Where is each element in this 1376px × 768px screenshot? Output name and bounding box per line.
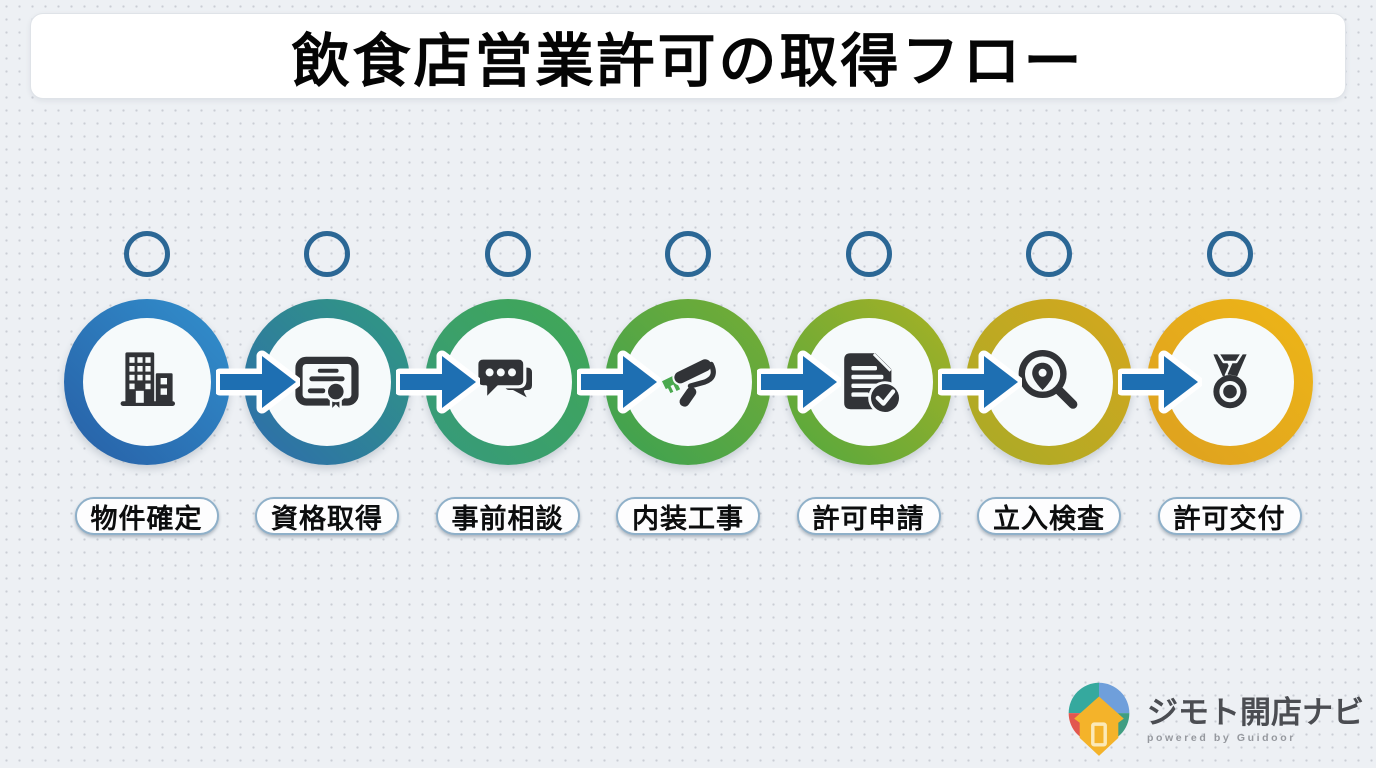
step-label: 事前相談 bbox=[435, 497, 580, 535]
step-node-circle bbox=[123, 231, 170, 277]
flow-step: 事前相談 bbox=[417, 225, 598, 545]
step-node-circle bbox=[665, 231, 711, 277]
step-label: 物件確定 bbox=[74, 497, 219, 535]
flow-arrow bbox=[575, 350, 662, 414]
step-ring bbox=[63, 299, 230, 465]
step-ring-inner bbox=[1165, 318, 1294, 446]
step-label: 資格取得 bbox=[255, 497, 399, 535]
title-box: 飲食店営業許可の取得フロー bbox=[30, 13, 1346, 99]
step-node-circle bbox=[1206, 231, 1253, 277]
step-node-circle bbox=[304, 231, 350, 277]
flow-arrow bbox=[936, 350, 1023, 414]
flow-arrow bbox=[214, 350, 301, 414]
footer-logo-tagline: powered by Guidoor bbox=[1147, 731, 1296, 744]
page-title: 飲食店営業許可の取得フロー bbox=[291, 29, 1085, 94]
flow-arrow bbox=[1116, 350, 1204, 414]
step-label: 許可交付 bbox=[1157, 497, 1302, 535]
step-ring bbox=[424, 299, 591, 465]
footer-logo: ジモト開店ナビ powered by Guidoor bbox=[1059, 680, 1364, 760]
chat-bubbles-icon bbox=[468, 342, 548, 422]
step-ring-inner bbox=[82, 318, 211, 446]
step-label: 許可申請 bbox=[796, 497, 941, 535]
paint-roller-icon bbox=[648, 342, 728, 422]
step-label: 立入検査 bbox=[977, 497, 1121, 535]
step-node-circle bbox=[1026, 231, 1072, 277]
flow-arrow bbox=[755, 350, 843, 414]
flow-arrow bbox=[394, 350, 482, 414]
guidoor-logo-icon bbox=[1059, 680, 1139, 760]
step-node-circle bbox=[484, 231, 531, 277]
step-node-circle bbox=[845, 231, 892, 277]
document-check-icon bbox=[829, 342, 909, 422]
footer-logo-name: ジモト開店ナビ bbox=[1147, 694, 1364, 730]
footer-logo-text: ジモト開店ナビ powered by Guidoor bbox=[1147, 697, 1364, 744]
medal-icon bbox=[1190, 342, 1270, 422]
flow-step: 物件確定 bbox=[56, 225, 237, 545]
inspection-magnifier-icon bbox=[1009, 342, 1089, 422]
building-icon bbox=[107, 342, 187, 422]
step-label: 内装工事 bbox=[616, 497, 760, 535]
